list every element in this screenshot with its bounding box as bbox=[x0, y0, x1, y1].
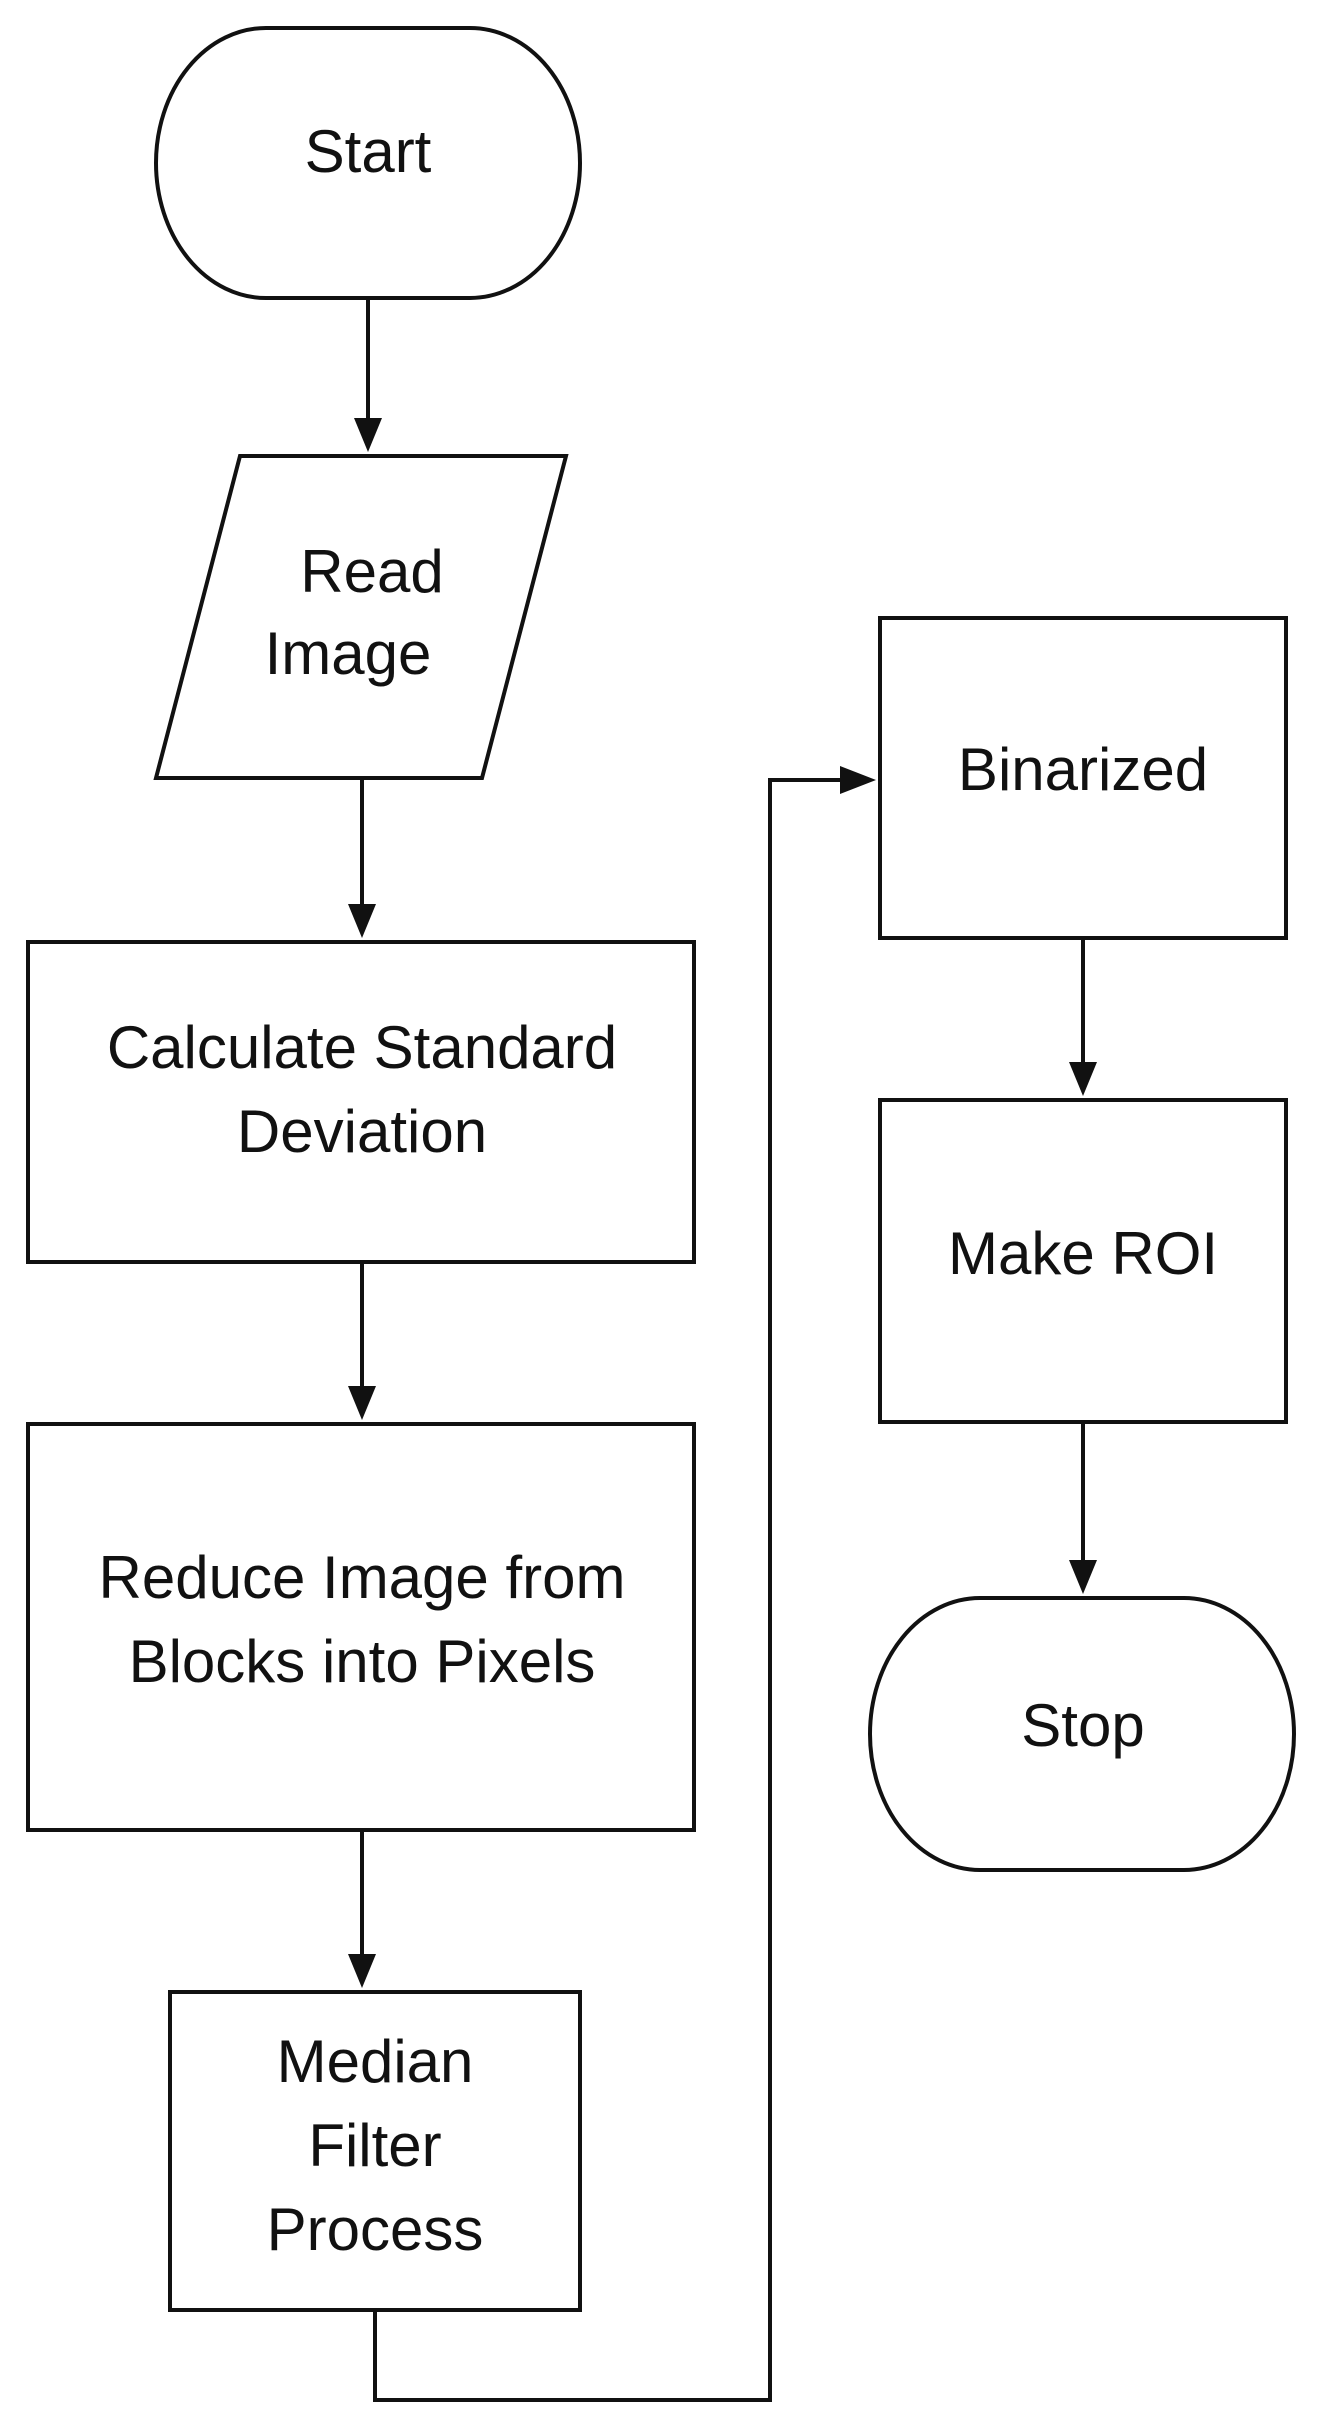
median-process-shape bbox=[168, 1990, 582, 2312]
node-stop: Stop bbox=[868, 1596, 1296, 1872]
make-roi-label: Make ROI bbox=[948, 1220, 1218, 1287]
read-image-label-line-1: Read bbox=[300, 538, 443, 605]
connector-binarized-to-make-roi bbox=[1069, 938, 1097, 1096]
node-std-dev: Calculate Standard Deviation bbox=[26, 940, 696, 1264]
median-label-line-2: Filter bbox=[308, 2112, 441, 2179]
node-binarized: Binarized bbox=[878, 616, 1288, 940]
node-reduce: Reduce Image from Blocks into Pixels bbox=[26, 1422, 696, 1832]
connector-median-to-binarized bbox=[373, 766, 876, 2402]
connector-std-dev-to-reduce bbox=[348, 1262, 376, 1420]
reduce-label-line-1: Reduce Image from bbox=[99, 1544, 626, 1611]
stop-label: Stop bbox=[1021, 1692, 1144, 1759]
reduce-process-shape bbox=[26, 1422, 696, 1832]
connector-reduce-to-median bbox=[348, 1830, 376, 1988]
start-label: Start bbox=[305, 118, 432, 185]
read-image-data-shape bbox=[153, 454, 569, 780]
median-label-line-3: Process bbox=[267, 2196, 484, 2263]
stop-terminator-shape bbox=[868, 1596, 1296, 1872]
node-median: Median Filter Process bbox=[168, 1990, 582, 2312]
reduce-label-line-2: Blocks into Pixels bbox=[129, 1628, 596, 1695]
start-terminator-shape bbox=[154, 26, 582, 300]
read-image-label-line-2: Image bbox=[265, 620, 432, 687]
node-start: Start bbox=[154, 26, 582, 300]
node-make-roi: Make ROI bbox=[878, 1098, 1288, 1424]
std-dev-label-line-2: Deviation bbox=[237, 1098, 487, 1165]
node-read-image: Read Image bbox=[153, 454, 569, 780]
median-label-line-1: Median bbox=[277, 2028, 474, 2095]
connector-read-image-to-std-dev bbox=[348, 778, 376, 938]
binarized-label: Binarized bbox=[958, 736, 1208, 803]
connector-make-roi-to-stop bbox=[1069, 1422, 1097, 1594]
binarized-process-shape bbox=[878, 616, 1288, 940]
std-dev-label-line-1: Calculate Standard bbox=[107, 1014, 617, 1081]
connector-start-to-read-image bbox=[354, 298, 382, 452]
make-roi-process-shape bbox=[878, 1098, 1288, 1424]
std-dev-process-shape bbox=[26, 940, 696, 1264]
